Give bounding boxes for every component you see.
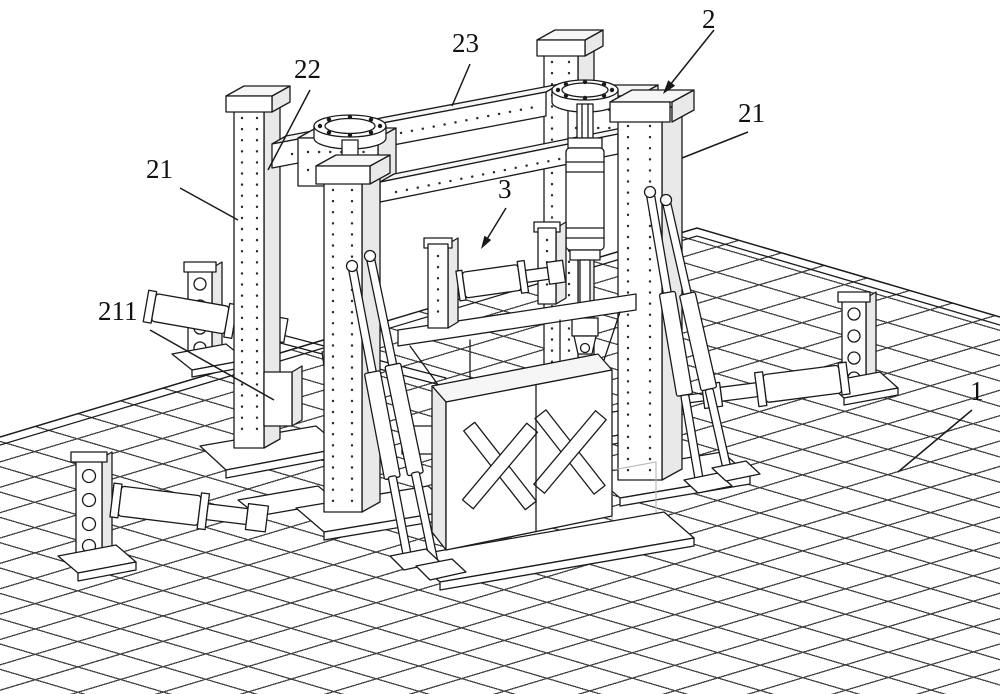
label-211: 211 [98,296,138,326]
specimen-block [431,353,613,551]
leader-21-right [681,131,749,159]
diagonal-strut-left-1 [345,259,413,564]
column-rear-left [225,85,291,449]
actuator-mount-right [551,79,619,113]
column-slide-bracket-211 [263,365,303,427]
leader-23 [451,63,471,107]
diagonal-strut-left-2 [363,249,439,564]
leader-21-left [179,187,239,221]
strut-feet-left [389,548,467,581]
leader-2-arrowhead [663,80,676,94]
leader-lines [149,29,973,473]
column-front-left [315,154,391,513]
diagonal-strut-right-2 [659,193,732,471]
support-tower-lower-left [57,451,137,582]
label-3: 3 [498,174,512,204]
vertical-actuator-main [565,103,605,355]
horizontal-actuator-lower-left [109,482,339,533]
diagonal-strut-right-1 [643,185,704,481]
horizontal-actuator-center [455,259,567,302]
leader-3-arrowhead [481,235,492,249]
label-21-left: 21 [146,154,173,184]
strut-feet-right [683,460,761,494]
label-2: 2 [702,4,716,34]
actuator-mount-left [313,114,387,150]
leader-2 [669,29,715,86]
leader-211 [149,329,275,401]
label-22: 22 [294,54,321,84]
label-23: 23 [452,28,479,58]
label-21-right: 21 [738,98,765,128]
leader-22 [267,89,311,171]
specimen-fixture [397,221,695,591]
leader-1 [897,409,973,473]
label-1: 1 [970,376,984,406]
